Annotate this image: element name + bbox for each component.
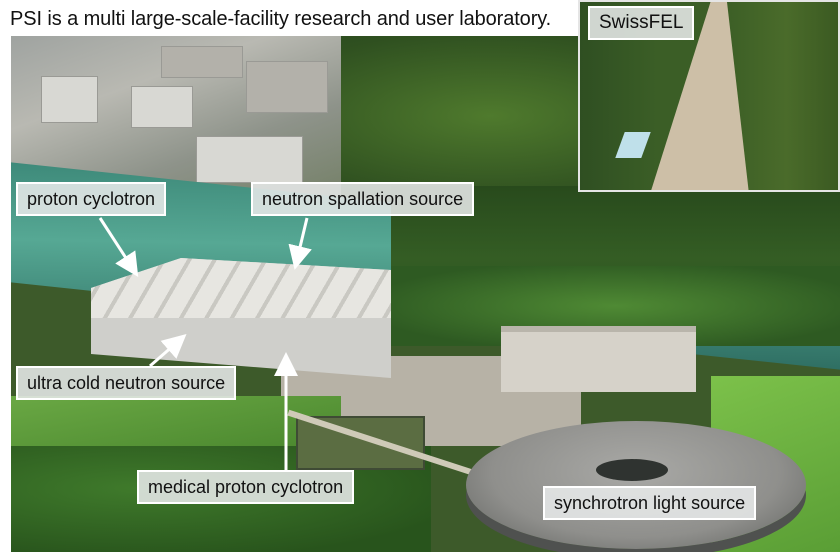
synchrotron-ring xyxy=(466,421,806,549)
swissfel-label: SwissFEL xyxy=(588,6,695,40)
building xyxy=(161,46,243,78)
synchrotron-center xyxy=(596,459,668,481)
ultra-cold-neutron-source-label: ultra cold neutron source xyxy=(16,366,237,400)
proton-cyclotron-label: proton cyclotron xyxy=(16,182,167,216)
figure-caption: PSI is a multi large-scale-facility rese… xyxy=(10,8,552,30)
swissfel-inset-photo: SwissFEL xyxy=(578,0,840,192)
neutron-spallation-source-label: neutron spallation source xyxy=(251,182,475,216)
building xyxy=(41,76,98,123)
building xyxy=(196,136,303,183)
building xyxy=(131,86,193,128)
building xyxy=(246,61,328,113)
annex-building xyxy=(501,326,696,392)
swissfel-building xyxy=(615,132,651,158)
synchrotron-light-source-label: synchrotron light source xyxy=(543,486,757,520)
medical-proton-cyclotron-label: medical proton cyclotron xyxy=(137,470,355,504)
